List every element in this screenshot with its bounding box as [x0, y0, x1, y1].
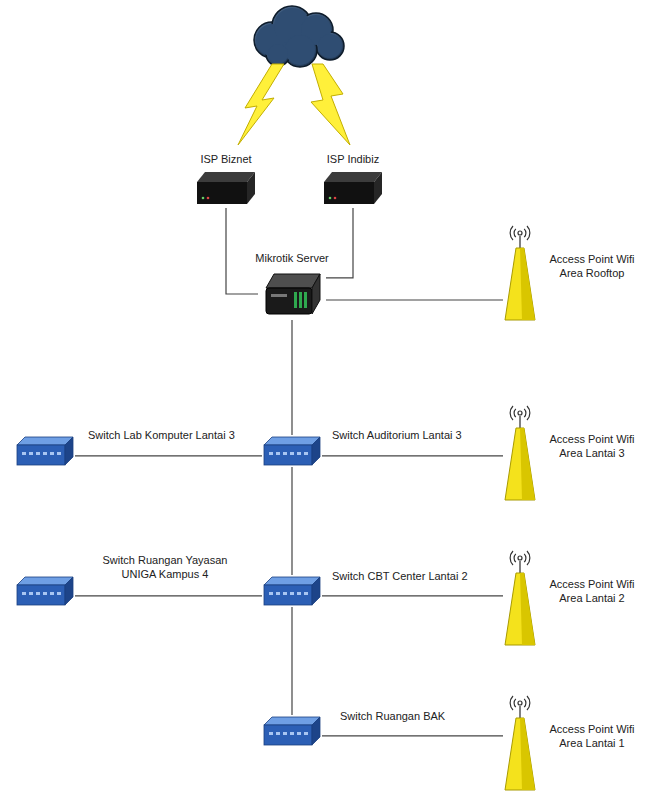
access-point-icon [503, 545, 537, 645]
network-switch-icon [262, 575, 322, 607]
access-point: Access Point Wifi Area Lantai 1 [503, 690, 537, 790]
device-label: ISP Indibiz [327, 152, 379, 166]
access-point-icon [503, 400, 537, 500]
network-link [326, 208, 353, 278]
network-switch: Switch CBT Center Lantai 2 [262, 575, 322, 607]
network-link [75, 595, 262, 596]
network-switch: Switch Auditorium Lantai 3 [262, 435, 322, 467]
isp-router-icon [322, 168, 384, 208]
access-point-icon [503, 690, 537, 790]
network-switch-icon [262, 715, 322, 747]
device-label: Access Point Wifi Area Lantai 3 [540, 432, 644, 460]
network-switch: Switch Ruangan BAK [262, 715, 322, 747]
isp-router: ISP Biznet [195, 168, 257, 208]
network-switch-icon [15, 435, 75, 467]
access-point: Access Point Wifi Area Lantai 2 [503, 545, 537, 645]
network-link [75, 455, 262, 456]
network-switch-icon [262, 435, 322, 467]
network-link [322, 595, 503, 596]
device-label: Access Point Wifi Area Rooftop [540, 252, 644, 280]
access-point-icon [503, 220, 537, 320]
access-point: Access Point Wifi Area Rooftop [503, 220, 537, 320]
device-label: Access Point Wifi Area Lantai 2 [540, 577, 644, 605]
isp-router-icon [195, 168, 257, 208]
device-label: ISP Biznet [200, 152, 251, 166]
network-link [322, 455, 503, 456]
lightning-bolt [238, 64, 284, 145]
device-label: Switch CBT Center Lantai 2 [332, 569, 468, 583]
device-label: Mikrotik Server [255, 251, 328, 265]
device-label: Switch Lab Komputer Lantai 3 [88, 428, 235, 442]
lightning-bolt [311, 64, 350, 145]
device-label: Switch Ruangan BAK [340, 709, 445, 723]
network-link [291, 607, 292, 715]
network-switch: Switch Ruangan Yayasan UNIGA Kampus 4 [15, 575, 75, 607]
network-link [291, 467, 292, 575]
device-label: Switch Ruangan Yayasan UNIGA Kampus 4 [95, 553, 235, 581]
cloud-symbol [254, 6, 344, 67]
network-link [326, 299, 503, 300]
isp-router: ISP Indibiz [322, 168, 384, 208]
access-point: Access Point Wifi Area Lantai 3 [503, 400, 537, 500]
network-link [322, 735, 503, 736]
network-switch: Switch Lab Komputer Lantai 3 [15, 435, 75, 467]
network-switch-icon [15, 575, 75, 607]
router-server-icon [258, 268, 326, 320]
network-link [291, 320, 292, 435]
router-server: Mikrotik Server [258, 268, 326, 320]
device-label: Switch Auditorium Lantai 3 [332, 428, 462, 442]
device-label: Access Point Wifi Area Lantai 1 [540, 722, 644, 750]
network-link [226, 208, 258, 294]
